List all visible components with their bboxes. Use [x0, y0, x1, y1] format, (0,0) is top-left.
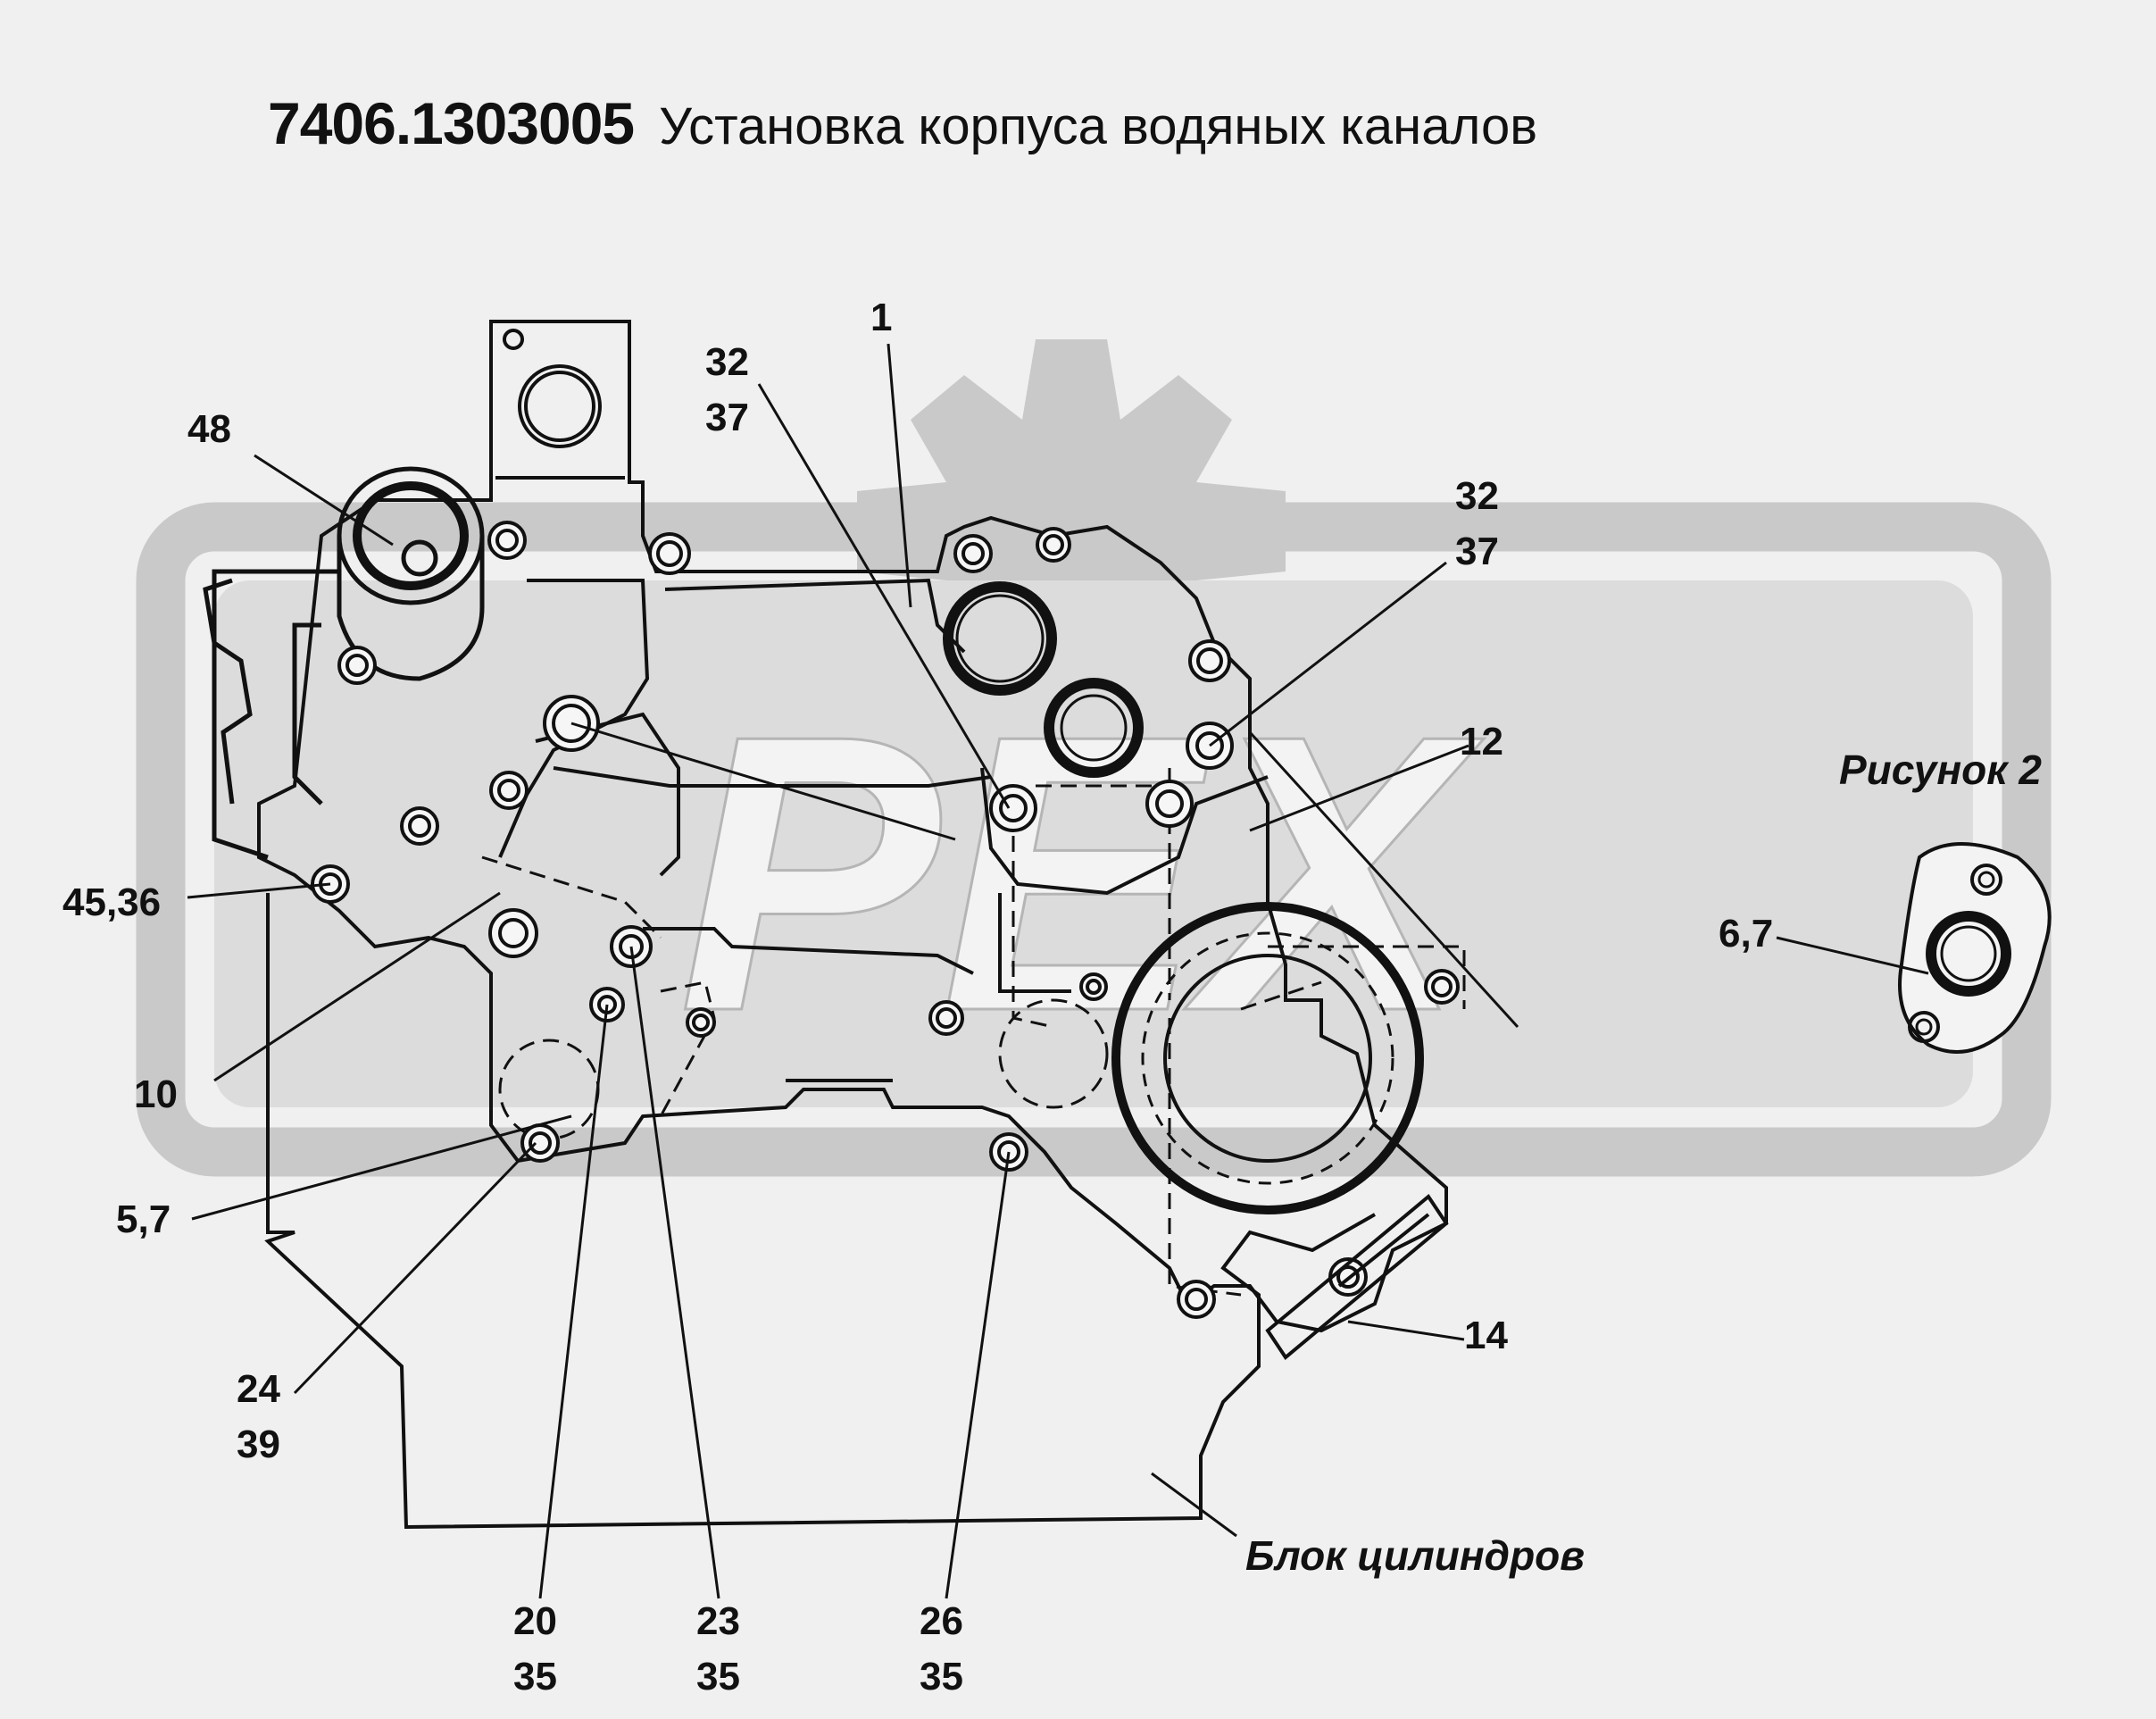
callout-45-36[interactable]: 45,36: [62, 875, 161, 930]
callout-32-37-left-line1: 32: [705, 340, 749, 384]
figure2-flange: [1898, 842, 2052, 1054]
callout-26-35-line1: 26: [920, 1599, 963, 1643]
callout-1-line1: 1: [870, 296, 893, 339]
drawing-code: 7406.1303005: [268, 90, 635, 156]
callout-14[interactable]: 14: [1464, 1308, 1508, 1364]
callout-23-35-line2: 35: [696, 1655, 740, 1698]
callout-45-36-line1: 45,36: [62, 880, 162, 924]
page-title: 7406.1303005 Установка корпуса водяных ка…: [268, 89, 1537, 157]
bolts: [311, 521, 1460, 1319]
leader-lines: [187, 343, 1929, 1599]
callout-32-37-left[interactable]: 32 37: [705, 335, 749, 446]
figure2-caption: Рисунок 2: [1839, 747, 2042, 793]
sealing-rings: [943, 581, 1424, 1214]
callout-12-line1: 12: [1460, 720, 1503, 764]
callout-5-7-line1: 5,7: [116, 1197, 171, 1241]
callout-32-37-right-line1: 32: [1455, 474, 1499, 518]
callout-14-line1: 14: [1464, 1314, 1508, 1357]
watermark-text: PEX: [677, 654, 1486, 1095]
callout-32-37-right[interactable]: 32 37: [1455, 469, 1499, 580]
callout-48-line1: 48: [187, 407, 231, 451]
callout-23-35-line1: 23: [696, 1599, 740, 1643]
callout-6-7[interactable]: 6,7: [1719, 906, 1773, 962]
thermostat-outlet: [203, 466, 485, 860]
callout-5-7[interactable]: 5,7: [116, 1192, 171, 1248]
callout-1[interactable]: 1: [870, 290, 892, 346]
callout-20-35-line1: 20: [513, 1599, 557, 1643]
callout-10[interactable]: 10: [134, 1067, 178, 1122]
drawing-title: Установка корпуса водяных каналов: [659, 97, 1538, 155]
callout-23-35[interactable]: 23 35: [696, 1594, 740, 1705]
callout-12[interactable]: 12: [1460, 714, 1503, 770]
callout-6-7-line1: 6,7: [1719, 912, 1774, 955]
clamp-14: [1265, 1194, 1449, 1360]
callout-48[interactable]: 48: [187, 402, 231, 457]
callout-24-39-line1: 24: [237, 1367, 280, 1411]
callout-24-39-line2: 39: [237, 1423, 280, 1466]
callout-24-39[interactable]: 24 39: [237, 1362, 280, 1473]
callout-26-35[interactable]: 26 35: [920, 1594, 963, 1705]
callout-10-line1: 10: [134, 1072, 178, 1116]
cylinder-block-caption: Блок цилиндров: [1245, 1532, 1586, 1579]
callout-20-35[interactable]: 20 35: [513, 1594, 557, 1705]
callout-26-35-line2: 35: [920, 1655, 963, 1698]
top-bracket: [503, 329, 602, 448]
callout-32-37-right-line2: 37: [1455, 530, 1499, 573]
svg-text:PEX: PEX: [678, 655, 1485, 1093]
cylinder-block-outline: [264, 893, 1376, 1530]
callout-32-37-left-line2: 37: [705, 396, 749, 439]
watermark-logo: [136, 339, 2052, 1177]
callout-20-35-line2: 35: [513, 1655, 557, 1698]
